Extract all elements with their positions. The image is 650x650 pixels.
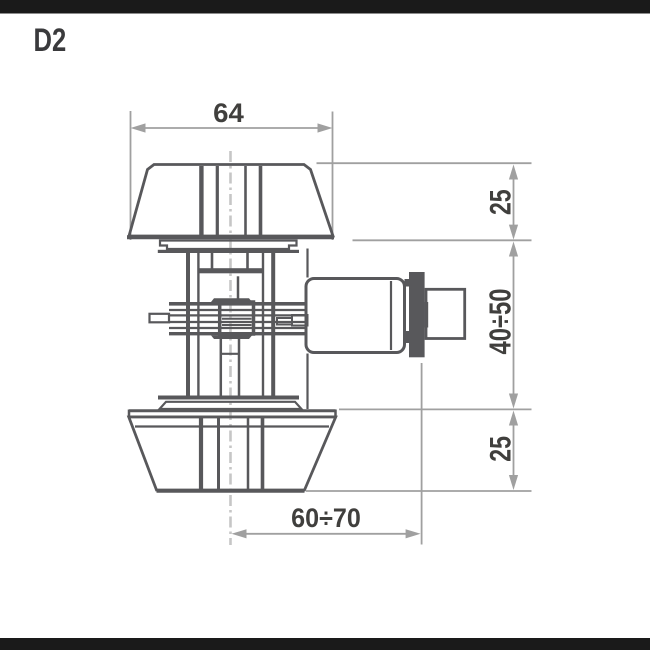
svg-text:25: 25 xyxy=(484,436,518,462)
svg-text:40÷50: 40÷50 xyxy=(483,289,518,355)
svg-text:60÷70: 60÷70 xyxy=(291,502,361,533)
svg-text:64: 64 xyxy=(213,98,244,127)
svg-text:25: 25 xyxy=(484,189,518,215)
svg-text:D2: D2 xyxy=(34,23,67,58)
